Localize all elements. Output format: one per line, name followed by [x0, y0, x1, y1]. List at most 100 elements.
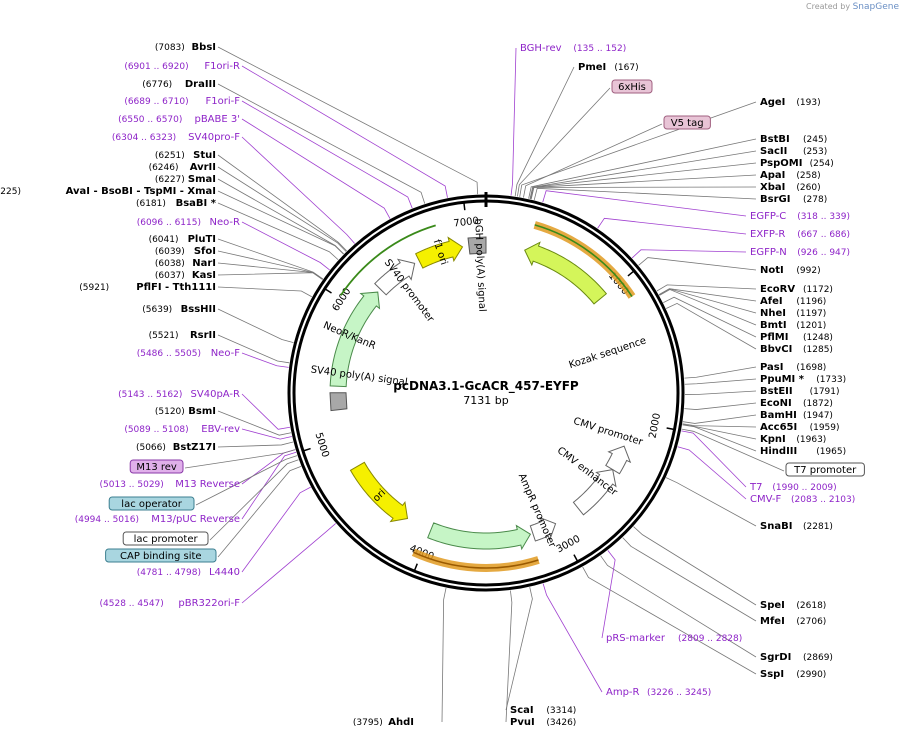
site-kasi-pos: (6037) — [155, 271, 185, 281]
leader-site-bbvci — [665, 302, 757, 350]
site-labels: BbsI(7083)DraIII(6776)StuI(6251)AvrII(62… — [0, 42, 865, 728]
orf-arc-line-1 — [413, 551, 539, 569]
boxed-lac-promoter-box — [122, 531, 209, 546]
site-snabi-label: SnaBI — [760, 521, 792, 532]
leader-site-bamhi — [682, 414, 757, 424]
feature-arrow-sv40-promoter — [374, 258, 416, 296]
leader-feature-sv40pro-f — [241, 136, 355, 244]
site-draiii-label: DraIII — [185, 79, 216, 90]
feature-pbabe-3-label: pBABE 3' — [194, 114, 240, 125]
leader-feature-f1ori-f — [241, 100, 413, 209]
feature-exfp-r-pos: (667 .. 686) — [797, 230, 850, 240]
leader-site-stui — [217, 154, 347, 252]
boxed-lac-operator-label: lac operator — [121, 499, 182, 510]
site-smai-pos: (6227) — [155, 175, 185, 185]
feature-egfp-c-pos: (318 .. 339) — [797, 212, 850, 222]
leader-site-sspi — [582, 566, 757, 675]
site-pflfi-tth111i-label: PflFI - Tth111I — [136, 282, 216, 293]
site-kpni-label: KpnI — [760, 434, 786, 445]
tick-5000 — [302, 447, 311, 452]
feature-t7-pos: (1990 .. 2009) — [772, 483, 836, 493]
tick-label-3000: 3000 — [555, 534, 583, 556]
site-sspi-label: SspI — [760, 669, 784, 680]
site-kpni-pos: (1963) — [796, 435, 826, 445]
leader-feature-pbr322ori-f — [241, 523, 336, 604]
site-hindiii-pos: (1965) — [816, 447, 846, 457]
feature-amp-r-pos: (3226 .. 3245) — [647, 688, 711, 698]
box-feature-bgh-poly-a-signal — [467, 236, 487, 255]
site-mfei-label: MfeI — [760, 616, 785, 627]
site-pspomi-pos: (254) — [810, 159, 834, 169]
feature-cmv-f-label: CMV-F — [750, 494, 781, 505]
site-avai-bsobi-tspmi-xmai-label: AvaI - BsoBI - TspMI - XmaI — [66, 186, 216, 197]
box-feature-sv40-poly-a-signal — [329, 392, 348, 412]
site-bsteii-label: BstEII — [760, 386, 793, 397]
site-agei-label: AgeI — [760, 97, 785, 108]
feature-neo-f-label: Neo-F — [211, 348, 241, 359]
feature-m13-reverse-pos: (5013 .. 5029) — [100, 480, 164, 490]
site-bsshii-pos: (5639) — [142, 305, 172, 315]
leader-site-acc65i — [682, 423, 757, 428]
leader-site-kasi — [217, 272, 323, 280]
leader-boxed-6xhis — [517, 87, 611, 197]
feature-neo-f-pos: (5486 .. 5505) — [137, 349, 201, 359]
site-rsrii-pos: (5521) — [149, 331, 179, 341]
leader-boxed-lac-operator — [195, 455, 298, 506]
site-bsabi-pos: (6181) — [136, 199, 166, 209]
site-stui-pos: (6251) — [155, 151, 185, 161]
site-avai-bsobi-tspmi-xmai-pos: (6225) — [0, 187, 21, 197]
site-rsrii-label: RsrII — [190, 330, 216, 341]
feature-ebv-rev-pos: (5089 .. 5108) — [124, 425, 188, 435]
site-stui-label: StuI — [193, 150, 216, 161]
green-arc-0 — [340, 224, 436, 296]
site-nari-pos: (6038) — [155, 259, 185, 269]
leader-feature-egfp-c — [542, 190, 747, 217]
leader-feature-neo-r — [241, 221, 330, 271]
leader-feature-bgh-rev — [510, 47, 517, 196]
feature-l4440-label: L4440 — [209, 567, 240, 578]
leader-lines — [184, 46, 785, 723]
site-bsrgi-pos: (278) — [803, 195, 827, 205]
site-sgrdi-pos: (2869) — [803, 653, 833, 663]
boxed-m13-rev-box — [129, 459, 184, 474]
feature-sv40pro-f-label: SV40pro-F — [188, 132, 240, 143]
feature-t7-label: T7 — [749, 482, 762, 493]
site-bbvci-label: BbvCI — [760, 344, 792, 355]
orf-arrowhead-0 — [626, 288, 633, 298]
site-bstbi-label: BstBI — [760, 134, 790, 145]
boxed-cap-binding-site-label: CAP binding site — [120, 551, 202, 562]
site-hindiii-label: HindIII — [760, 446, 797, 457]
leader-site-bmti — [659, 289, 757, 326]
site-spei-label: SpeI — [760, 600, 785, 611]
leader-site-draiii — [217, 83, 426, 204]
feature-egfp-n-pos: (926 .. 947) — [797, 248, 850, 258]
feature-f1ori-r-label: F1ori-R — [204, 61, 240, 72]
leader-site-bsteii — [684, 390, 757, 395]
tick-4000 — [413, 563, 418, 572]
feature-bgh-rev-pos: (135 .. 152) — [573, 44, 626, 54]
feature-neo-r-label: Neo-R — [210, 217, 241, 228]
backbone-inner-circle — [292, 199, 680, 587]
orf-arc-line-0 — [534, 224, 633, 297]
boxed-t7-promoter-label: T7 promoter — [793, 465, 857, 476]
boxed-lac-operator-box — [108, 496, 195, 511]
site-bsmi-label: BsmI — [188, 406, 216, 417]
tick-1000 — [627, 270, 635, 277]
site-mfei-pos: (2706) — [796, 617, 826, 627]
feature-neo-r-pos: (6096 .. 6115) — [137, 218, 201, 228]
plasmid-name: pcDNA3.1-GcACR_457-EYFP — [393, 379, 579, 394]
site-pflmi-label: PflMI — [760, 332, 788, 343]
boxed-m13-rev-label: M13 rev — [136, 462, 177, 473]
inner-label-kozak-sequence: Kozak sequence — [568, 335, 648, 371]
site-afei-label: AfeI — [760, 296, 783, 307]
site-bstbi-pos: (245) — [803, 135, 827, 145]
leader-site-hindiii — [682, 424, 757, 452]
leader-feature-sv40pa-r — [241, 393, 291, 430]
feature-cmv-f-pos: (2083 .. 2103) — [791, 495, 855, 505]
leader-site-scai — [505, 587, 533, 711]
site-avrii-label: AvrII — [190, 162, 216, 173]
leader-site-noti — [638, 257, 757, 271]
leader-site-pasi — [684, 366, 757, 379]
leader-site-pflfi-tth111i — [217, 286, 313, 298]
